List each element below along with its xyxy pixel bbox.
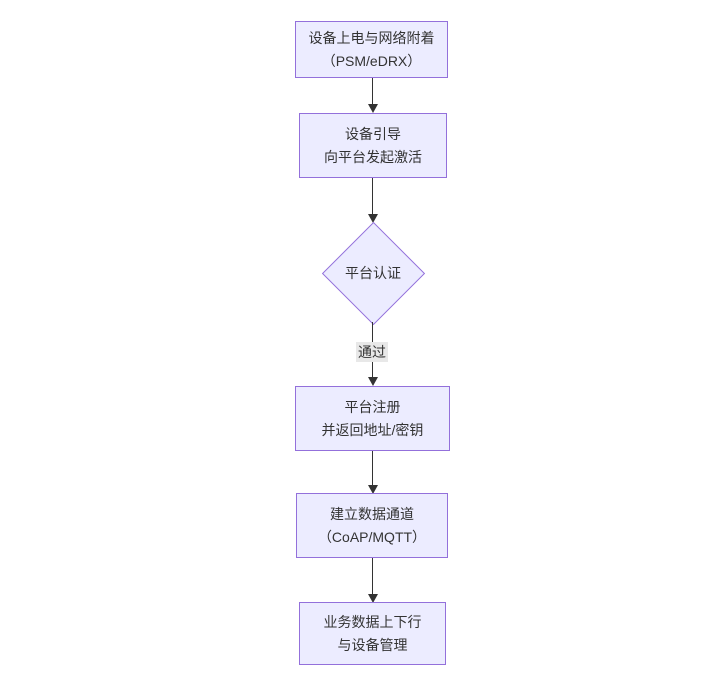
node-register: 平台注册 并返回地址/密钥 — [295, 386, 450, 451]
edge-register-to-channel — [372, 451, 373, 485]
node-power-attach-line1: 设备上电与网络附着 — [308, 29, 435, 46]
arrowhead-icon — [368, 104, 378, 113]
edge-power-to-bootstrap — [372, 78, 373, 104]
node-business-data-line1: 业务数据上下行 — [323, 613, 422, 630]
decision-platform-auth: 平台认证 — [321, 221, 426, 326]
edge-label-pass: 通过 — [356, 342, 388, 362]
node-data-channel-line2: （CoAP/MQTT） — [317, 528, 427, 545]
node-power-attach: 设备上电与网络附着 （PSM/eDRX） — [295, 21, 448, 78]
node-bootstrap: 设备引导 向平台发起激活 — [299, 113, 447, 178]
edge-channel-to-business — [372, 558, 373, 594]
node-power-attach-line2: （PSM/eDRX） — [321, 52, 422, 69]
arrowhead-icon — [368, 485, 378, 494]
node-bootstrap-line1: 设备引导 — [345, 125, 401, 142]
arrowhead-icon — [368, 594, 378, 603]
arrowhead-icon — [368, 377, 378, 386]
node-bootstrap-line2: 向平台发起激活 — [324, 148, 422, 165]
node-business-data-line2: 与设备管理 — [337, 636, 408, 653]
decision-platform-auth-label: 平台认证 — [345, 265, 401, 281]
node-business-data: 业务数据上下行 与设备管理 — [299, 602, 446, 665]
arrowhead-icon — [368, 214, 378, 223]
node-data-channel: 建立数据通道 （CoAP/MQTT） — [296, 493, 448, 558]
node-data-channel-line1: 建立数据通道 — [330, 505, 414, 522]
edge-bootstrap-to-auth — [372, 178, 373, 214]
node-register-line1: 平台注册 — [344, 398, 401, 415]
node-register-line2: 并返回地址/密钥 — [321, 421, 424, 438]
